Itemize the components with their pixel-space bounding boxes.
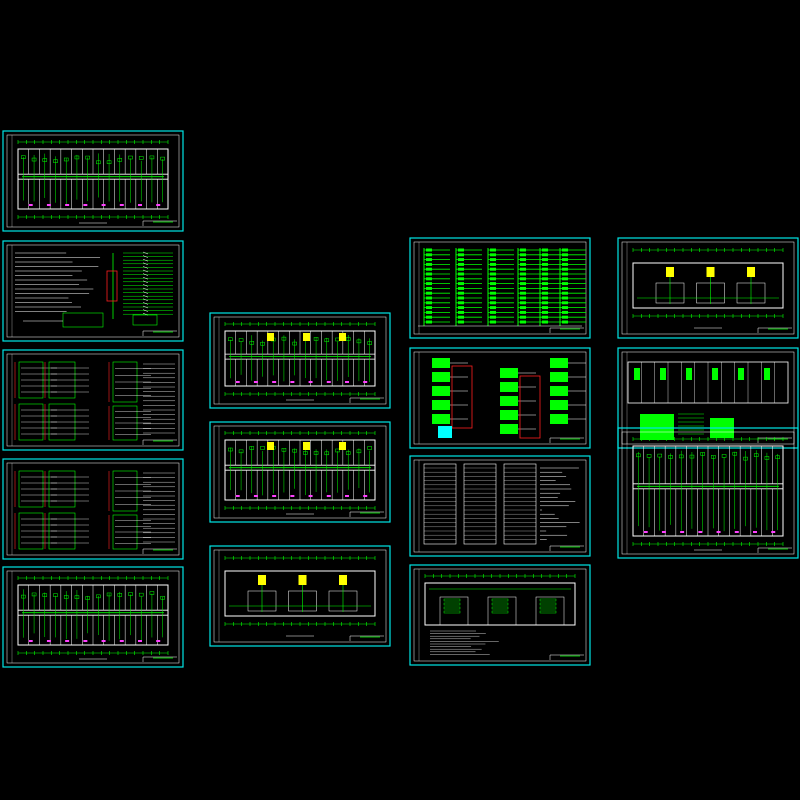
floor-plan-sheet-2	[2, 566, 184, 668]
floor-plan-sheet-7	[617, 237, 799, 339]
floor-plan-sheet-9	[617, 427, 799, 559]
floor-plan-sheet-6	[409, 564, 591, 666]
drawing-sheets	[2, 130, 799, 668]
schedule-sheet-1	[409, 455, 591, 557]
floor-plan-sheet-5	[209, 545, 391, 647]
riser-diagram-sheet-2	[409, 347, 591, 449]
system-diagram-sheet-1	[2, 240, 184, 342]
distribution-diagram-sheet-2	[2, 458, 184, 560]
distribution-diagram-sheet-1	[2, 349, 184, 451]
floor-plan-sheet-4	[209, 421, 391, 523]
floor-plan-sheet-1	[2, 130, 184, 232]
floor-plan-sheet-8	[617, 347, 799, 449]
riser-diagram-sheet-1	[409, 237, 591, 339]
floor-plan-sheet-3	[209, 312, 391, 409]
